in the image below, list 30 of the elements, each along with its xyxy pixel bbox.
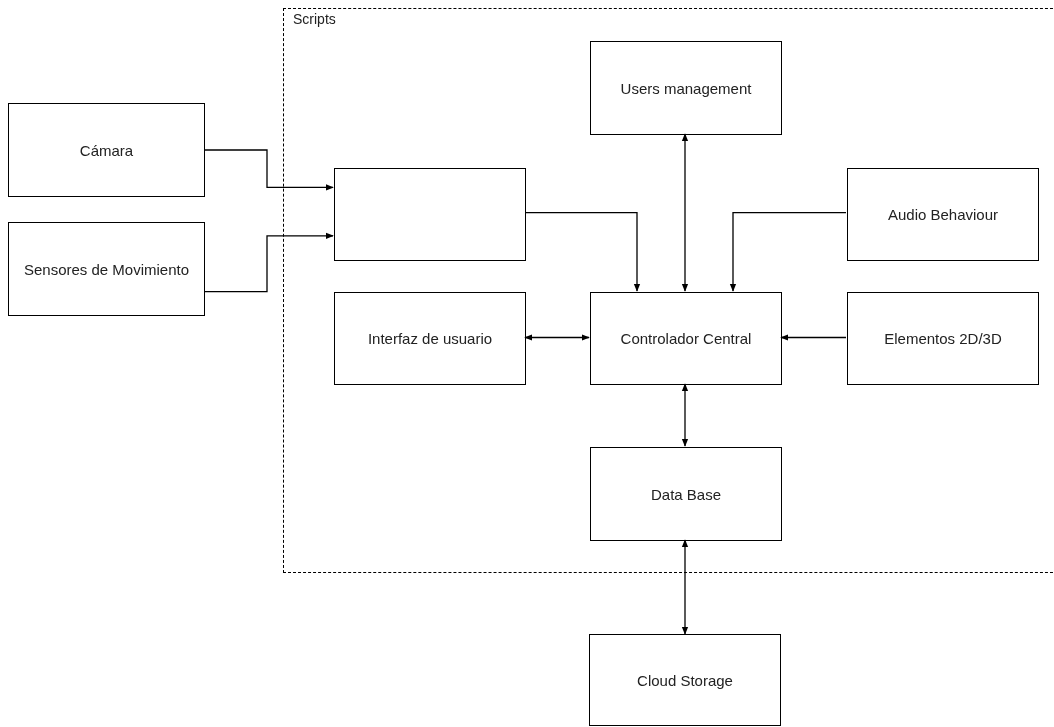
arrow <box>729 211 847 292</box>
group-frame <box>283 8 1054 573</box>
process-box <box>590 292 782 385</box>
node-label: Cloud Storage <box>636 671 734 689</box>
process-box <box>847 292 1039 385</box>
process-box <box>334 292 526 385</box>
node-label: Data Base <box>649 485 722 503</box>
process-box <box>590 447 782 541</box>
group-label: Scripts <box>292 11 337 27</box>
process-box <box>847 168 1039 261</box>
arrow <box>681 383 689 447</box>
node-label: Cámara <box>78 141 135 159</box>
process-box <box>8 222 205 316</box>
node-label: Audio Behaviour <box>886 206 1000 223</box>
node-label: Controlador Central <box>619 330 753 347</box>
arrow <box>204 232 334 293</box>
process-box <box>334 168 526 261</box>
process-box <box>590 41 782 135</box>
arrow <box>524 211 641 292</box>
node-label: Elementos 2D/3D <box>883 330 1003 347</box>
arrow <box>524 334 590 341</box>
node-label: Users management <box>619 79 753 97</box>
node-label: Interfaz de usuario <box>366 330 494 347</box>
arrow <box>681 133 689 292</box>
arrow <box>204 149 334 191</box>
arrow <box>681 539 689 635</box>
node-label: Sensores de Movimiento <box>22 260 191 278</box>
process-box <box>8 103 205 197</box>
arrow <box>780 334 847 341</box>
process-box <box>589 634 781 726</box>
